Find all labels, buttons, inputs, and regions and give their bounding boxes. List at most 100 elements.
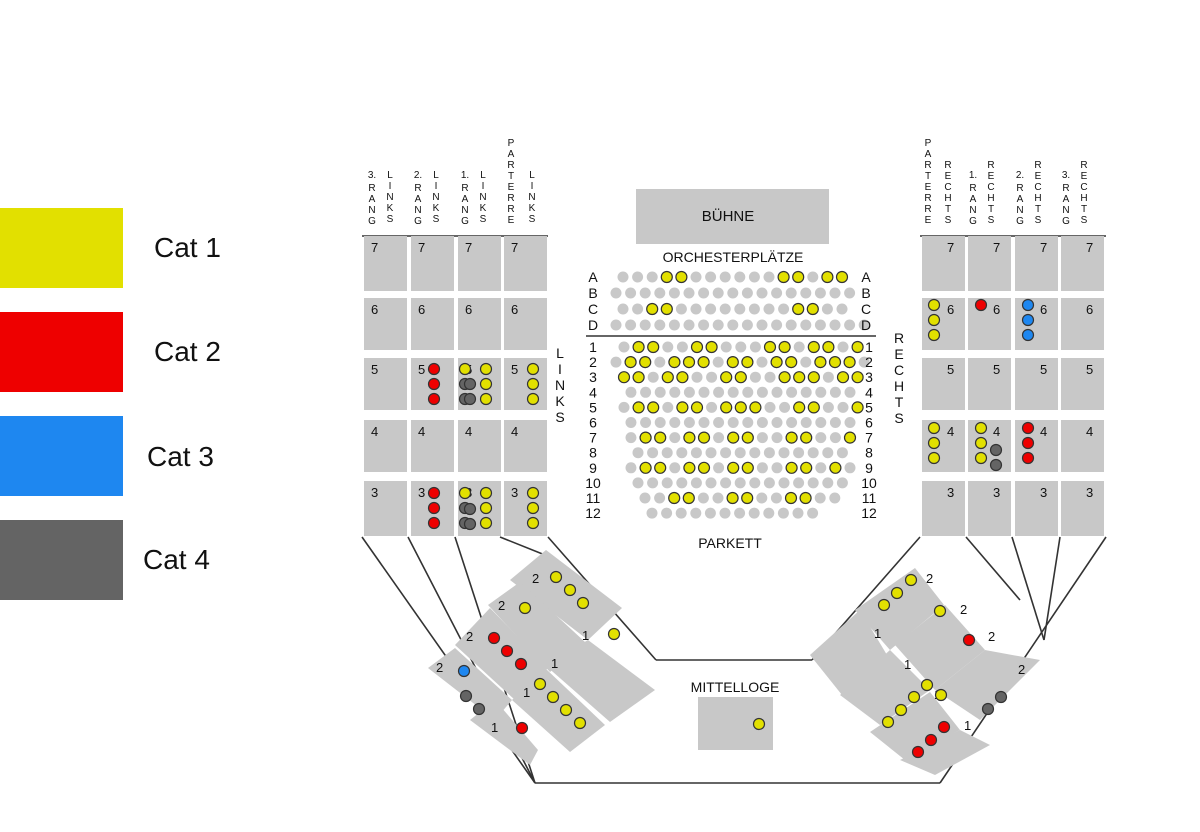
seat-cat1[interactable] <box>632 401 645 414</box>
loge-box-5[interactable] <box>922 358 965 410</box>
seat-cat1[interactable] <box>676 401 689 414</box>
curved-loge[interactable] <box>510 550 622 640</box>
loge-box-6[interactable] <box>411 298 454 350</box>
seat-cat1[interactable] <box>576 596 590 610</box>
seat-cat1[interactable] <box>705 340 718 354</box>
seat-cat1[interactable] <box>647 340 660 354</box>
seat-cat1[interactable] <box>690 340 704 354</box>
seat-cat1[interactable] <box>814 356 827 369</box>
seat-cat1[interactable] <box>518 601 532 615</box>
seat-cat4[interactable] <box>472 702 486 716</box>
curved-loge[interactable] <box>545 640 655 722</box>
seat-cat1[interactable] <box>654 461 667 474</box>
seat-cat1[interactable] <box>799 491 812 505</box>
seat-cat1[interactable] <box>661 371 674 384</box>
loge-box-6[interactable] <box>504 298 547 350</box>
seat-cat1[interactable] <box>563 583 577 597</box>
seat-cat1[interactable] <box>646 302 659 316</box>
seat-cat1[interactable] <box>800 461 813 474</box>
seat-cat1[interactable] <box>927 298 941 312</box>
seat-cat1[interactable] <box>785 431 798 444</box>
seat-cat2[interactable] <box>427 362 441 376</box>
seat-cat3[interactable] <box>1021 328 1035 342</box>
loge-box-3[interactable] <box>504 481 547 536</box>
loge-box-4[interactable] <box>504 420 547 472</box>
seat-cat1[interactable] <box>479 362 493 376</box>
loge-box-3[interactable] <box>1015 481 1058 536</box>
seat-cat1[interactable] <box>726 356 739 369</box>
seat-cat1[interactable] <box>607 627 621 641</box>
seat-cat1[interactable] <box>784 491 798 505</box>
seat-cat1[interactable] <box>894 703 908 717</box>
loge-box-5[interactable] <box>364 358 407 410</box>
loge-box-4[interactable] <box>411 420 454 472</box>
seat-cat1[interactable] <box>458 486 472 500</box>
seat-cat1[interactable] <box>851 340 864 354</box>
loge-box-5[interactable] <box>1015 358 1058 410</box>
seat-cat1[interactable] <box>807 401 820 414</box>
seat-cat1[interactable] <box>734 371 747 384</box>
seat-cat1[interactable] <box>927 451 941 465</box>
loge-box-4[interactable] <box>1015 420 1058 472</box>
seat-cat4[interactable] <box>989 458 1003 472</box>
seat-cat4[interactable] <box>981 702 995 716</box>
seat-cat1[interactable] <box>632 371 645 384</box>
curved-loge[interactable] <box>428 648 512 720</box>
loge-box-3[interactable] <box>1061 481 1104 536</box>
seat-cat2[interactable] <box>1021 436 1035 450</box>
seat-cat1[interactable] <box>927 313 941 327</box>
seat-cat1[interactable] <box>676 371 689 384</box>
seat-cat1[interactable] <box>668 356 681 369</box>
seat-cat2[interactable] <box>427 516 441 530</box>
seat-cat1[interactable] <box>617 371 631 384</box>
seat-cat1[interactable] <box>683 461 696 474</box>
seat-cat1[interactable] <box>668 491 681 505</box>
seat-cat1[interactable] <box>807 340 820 354</box>
seat-cat1[interactable] <box>697 461 711 474</box>
seat-cat1[interactable] <box>851 401 864 414</box>
seat-cat1[interactable] <box>682 356 696 369</box>
seat-cat4[interactable] <box>989 443 1003 457</box>
loge-box-6[interactable] <box>458 298 501 350</box>
seat-cat1[interactable] <box>639 431 652 444</box>
seat-cat2[interactable] <box>427 377 441 391</box>
seat-cat1[interactable] <box>800 431 813 444</box>
seat-cat1[interactable] <box>639 461 652 474</box>
seat-cat2[interactable] <box>427 392 441 406</box>
seat-cat1[interactable] <box>683 431 696 444</box>
seat-cat1[interactable] <box>720 371 733 384</box>
seat-cat2[interactable] <box>962 633 976 647</box>
seat-cat1[interactable] <box>927 421 941 435</box>
seat-cat2[interactable] <box>427 501 441 515</box>
seat-cat1[interactable] <box>777 270 790 284</box>
seat-cat4[interactable] <box>463 377 477 391</box>
loge-box-5[interactable] <box>504 358 547 410</box>
seat-cat1[interactable] <box>741 461 754 474</box>
seat-cat1[interactable] <box>660 270 673 284</box>
curved-loge[interactable] <box>512 668 605 752</box>
seat-cat1[interactable] <box>458 362 472 376</box>
seat-cat1[interactable] <box>639 356 652 369</box>
loge-box-4[interactable] <box>364 420 407 472</box>
seat-cat1[interactable] <box>727 431 740 444</box>
seat-cat1[interactable] <box>821 270 834 284</box>
seat-cat3[interactable] <box>1021 298 1035 312</box>
seat-cat1[interactable] <box>881 715 895 729</box>
seat-cat1[interactable] <box>835 270 849 284</box>
seat-cat1[interactable] <box>526 516 540 530</box>
loge-box-3[interactable] <box>922 481 965 536</box>
loge-box-7[interactable] <box>1061 236 1104 291</box>
seat-cat1[interactable] <box>734 401 747 414</box>
seat-cat1[interactable] <box>927 328 941 342</box>
loge-box-6[interactable] <box>968 298 1011 350</box>
seat-cat1[interactable] <box>851 371 864 384</box>
seat-cat1[interactable] <box>752 717 766 731</box>
seat-cat3[interactable] <box>457 664 471 678</box>
seat-cat1[interactable] <box>793 401 806 414</box>
seat-cat1[interactable] <box>546 690 560 704</box>
curved-loge[interactable] <box>900 730 990 775</box>
seat-cat1[interactable] <box>920 678 934 692</box>
seat-cat1[interactable] <box>479 516 493 530</box>
loge-box-7[interactable] <box>364 236 407 291</box>
curved-loge[interactable] <box>895 605 985 690</box>
